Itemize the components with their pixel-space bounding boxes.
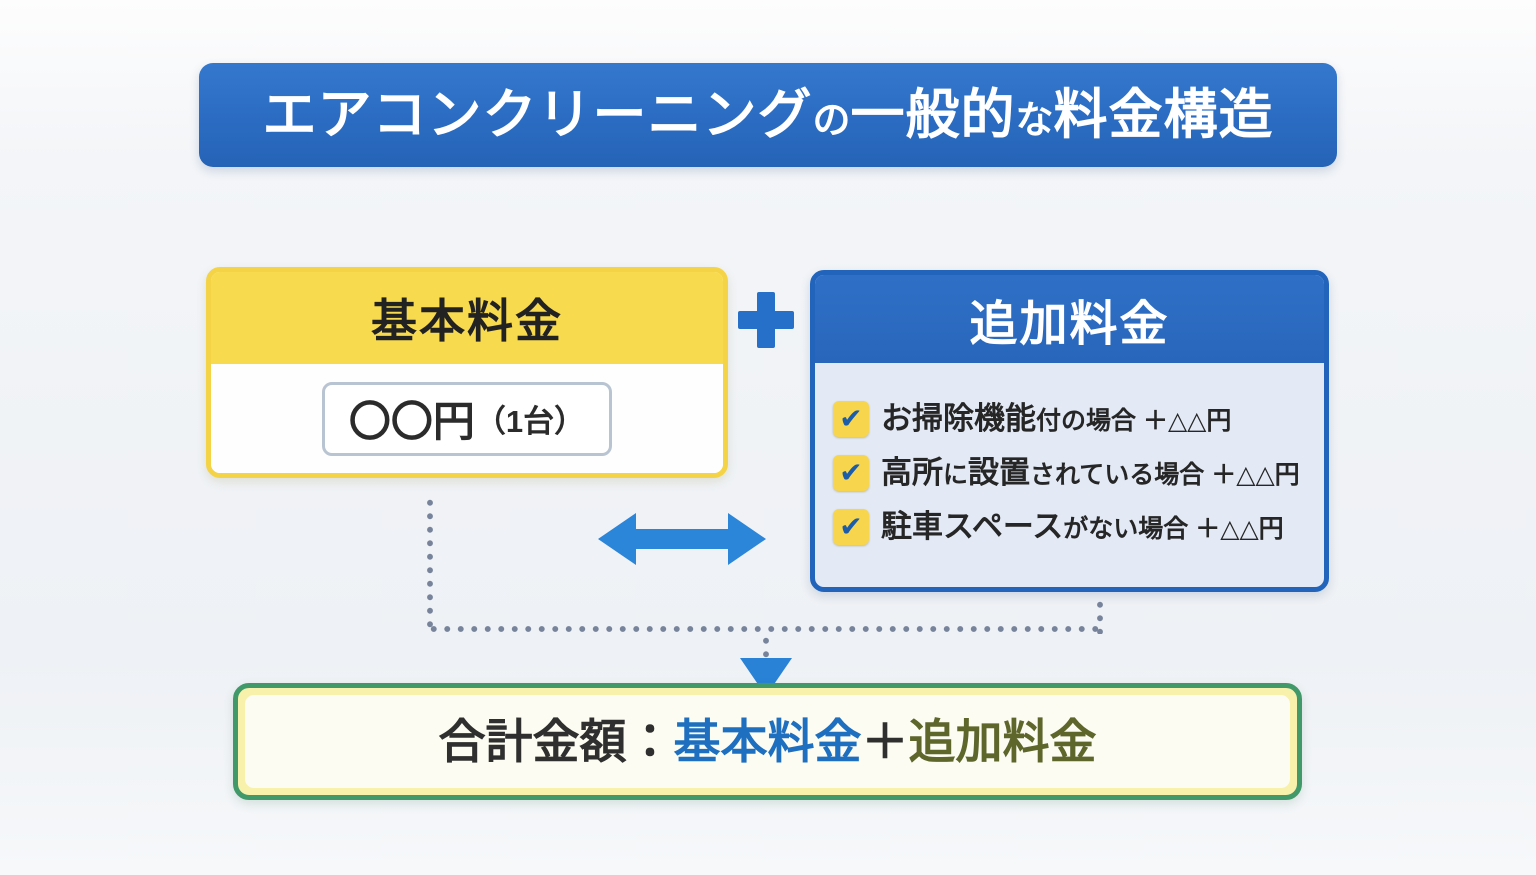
text-segment: 追加料金 <box>908 715 1097 768</box>
text-segment: ＋ <box>861 715 909 768</box>
dotted-line-horizontal <box>427 626 1103 632</box>
list-item-label: お掃除機能付の場合 ＋△△円 <box>881 400 1232 436</box>
text-segment: に <box>943 460 969 489</box>
additional-fee-box: 追加料金 ✔ お掃除機能付の場合 ＋△△円 ✔ 高所に設置されている場合 ＋△△… <box>810 270 1329 592</box>
double-arrow-icon <box>598 513 766 565</box>
text-segment: 基本料金 <box>673 715 862 768</box>
text-segment: お掃除機能 <box>881 400 1036 436</box>
text-segment: 付の場合 ＋△△円 <box>1036 406 1232 435</box>
text-segment: 高所 <box>881 454 943 490</box>
text-segment: 合計金額： <box>438 715 674 768</box>
plus-icon <box>738 292 794 348</box>
total-formula: 合計金額：基本料金 ＋ 追加料金 <box>245 695 1290 788</box>
dotted-line-center <box>763 634 769 662</box>
text-segment: 駐車スペース <box>881 508 1064 544</box>
price-value: 〇〇円 <box>348 398 475 445</box>
checkbox-icon: ✔ <box>833 509 869 545</box>
text-segment: 一般的 <box>850 85 1016 145</box>
text-segment: がない場合 ＋△△円 <box>1063 514 1284 543</box>
additional-fee-list: ✔ お掃除機能付の場合 ＋△△円 ✔ 高所に設置されている場合 ＋△△円 ✔ 駐… <box>815 363 1324 587</box>
text-segment: の <box>812 100 851 142</box>
text-segment: な <box>1015 100 1054 142</box>
basic-fee-box: 基本料金 〇〇円（1台） <box>206 267 728 478</box>
basic-fee-header: 基本料金 <box>211 272 723 364</box>
text-segment: 料金構造 <box>1053 85 1274 145</box>
list-item: ✔ 駐車スペースがない場合 ＋△△円 <box>833 509 1310 545</box>
additional-fee-header: 追加料金 <box>815 275 1324 363</box>
checkbox-icon: ✔ <box>833 401 869 437</box>
title-banner: エアコンクリーニングの一般的な料金構造 <box>199 63 1337 167</box>
list-item-label: 高所に設置されている場合 ＋△△円 <box>881 454 1300 490</box>
text-segment: 設置 <box>968 454 1031 490</box>
list-item-label: 駐車スペースがない場合 ＋△△円 <box>881 508 1284 544</box>
price-box: 〇〇円（1台） <box>322 381 612 456</box>
price-unit: （1台） <box>474 404 586 439</box>
checkbox-icon: ✔ <box>833 455 869 491</box>
list-item: ✔ お掃除機能付の場合 ＋△△円 <box>833 401 1310 437</box>
total-box: 合計金額：基本料金 ＋ 追加料金 <box>233 683 1302 800</box>
list-item: ✔ 高所に設置されている場合 ＋△△円 <box>833 455 1310 491</box>
basic-fee-body: 〇〇円（1台） <box>211 364 723 473</box>
page-title: エアコンクリーニングの一般的な料金構造 <box>262 88 1273 142</box>
dotted-line-right <box>1097 598 1103 634</box>
text-segment: されている場合 ＋△△円 <box>1030 460 1300 489</box>
text-segment: エアコンクリーニング <box>262 85 813 145</box>
dotted-line-left <box>427 496 433 632</box>
